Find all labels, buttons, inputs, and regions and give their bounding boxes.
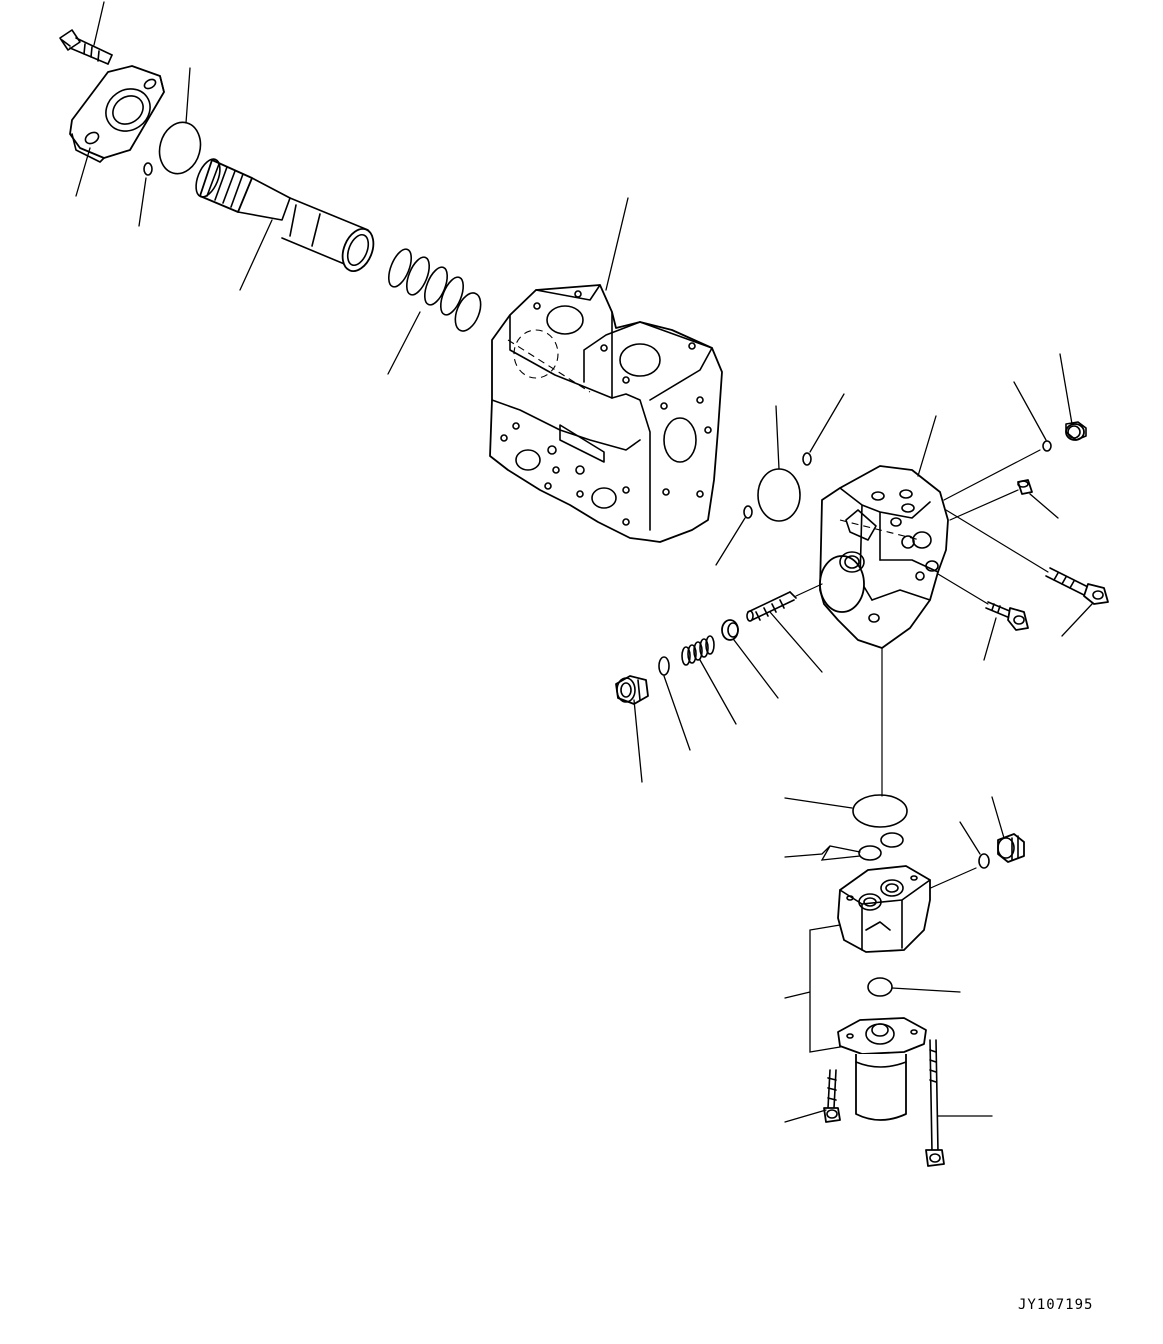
- leader-line: [663, 675, 691, 751]
- o-ring-small: [1042, 440, 1052, 452]
- leader-line: [93, 1, 105, 46]
- o-ring-small: [858, 845, 882, 861]
- plug: [997, 833, 1025, 863]
- small-spring: [681, 635, 715, 666]
- leader-line: [775, 405, 780, 470]
- plug: [615, 675, 649, 705]
- mounting-screw: [823, 1069, 841, 1123]
- cap-screw: [1017, 479, 1033, 495]
- leader-line: [1059, 353, 1073, 425]
- leader-line: [784, 797, 853, 809]
- plug: [1065, 421, 1087, 441]
- long-bolt: [1045, 567, 1109, 605]
- flange-bolt: [59, 29, 113, 65]
- leader-line: [75, 147, 91, 197]
- assembly-line: [943, 449, 1041, 501]
- o-ring-small: [880, 832, 904, 848]
- valve-body: [489, 284, 723, 543]
- leader-line: [387, 311, 421, 375]
- leader-line: [239, 219, 273, 291]
- flange-plate: [69, 65, 165, 163]
- o-ring-small: [978, 853, 990, 869]
- leader-line: [1029, 493, 1059, 519]
- leader-line: [633, 699, 643, 783]
- leader-line: [185, 67, 191, 124]
- o-ring-large: [757, 468, 801, 522]
- pilot-valve-block: [819, 465, 949, 649]
- o-ring-small: [867, 977, 893, 997]
- o-ring-small: [143, 162, 153, 176]
- o-ring-small: [802, 452, 812, 466]
- leader-line: [991, 796, 1005, 839]
- leader-line: [1013, 381, 1047, 441]
- gasket: [852, 794, 908, 828]
- leader-line: [138, 177, 147, 227]
- valve-stem: [746, 591, 797, 622]
- solenoid: [837, 1017, 927, 1121]
- spool: [195, 158, 375, 272]
- sub-assembly-bracket: [784, 924, 847, 1053]
- assembly-line: [949, 489, 1019, 521]
- leader-line: [959, 821, 981, 855]
- assembly-line: [925, 867, 977, 891]
- assembly-line: [945, 509, 1049, 573]
- spring: [387, 248, 482, 332]
- o-ring-small: [658, 656, 670, 676]
- leader-line: [891, 987, 961, 993]
- leader-line: [784, 1109, 827, 1123]
- drawing-code: JY107195: [1018, 1297, 1094, 1313]
- leader-line: [605, 197, 629, 291]
- leader-line: [917, 415, 937, 477]
- leader-line: [733, 639, 779, 699]
- leader-line: [1061, 603, 1093, 637]
- leader-line: [715, 517, 746, 566]
- o-ring-small: [743, 505, 753, 519]
- short-bolt: [985, 601, 1029, 631]
- assembly-line: [795, 583, 823, 597]
- assembly-line: [937, 573, 989, 605]
- leader-line: [769, 611, 823, 673]
- leader-line: [983, 617, 997, 661]
- o-ring-large: [158, 121, 202, 175]
- leader-line: [784, 845, 861, 861]
- long-bolt: [925, 1039, 945, 1167]
- valve-seat: [721, 619, 739, 641]
- adapter-block: [837, 865, 931, 953]
- leader-line: [809, 393, 845, 453]
- leader-line: [699, 659, 737, 725]
